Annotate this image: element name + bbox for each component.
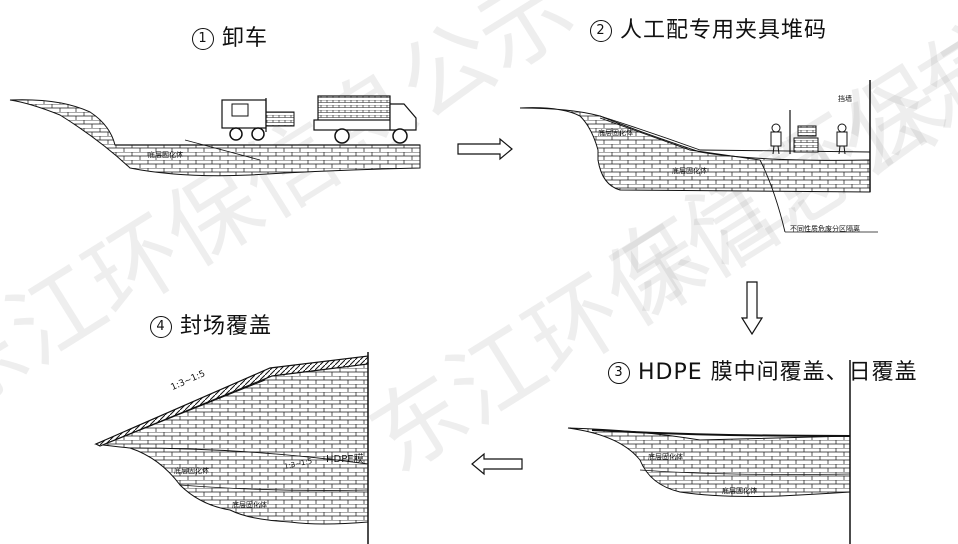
step2-number: 2: [590, 20, 612, 42]
step2-scene: [519, 80, 878, 233]
step4-scene: [94, 352, 369, 544]
step4-hdpe-label: HDPE膜: [326, 454, 364, 465]
step3-title-text: HDPE 膜中间覆盖、日覆盖: [638, 360, 918, 385]
step4-lower-layer-label: 底层固化体: [232, 501, 267, 509]
step3-title: 3 HDPE 膜中间覆盖、日覆盖: [608, 354, 918, 386]
step1-layer-label: 底层固化体: [148, 151, 183, 159]
step1-number: 1: [192, 28, 214, 50]
step2-wall-label: 挡墙: [838, 95, 852, 103]
step1-scene: [9, 95, 421, 177]
step2-title-text: 人工配专用夹具堆码: [620, 18, 828, 43]
step2-lower-layer-label: 底层固化体: [672, 167, 707, 175]
arrow-step3-to-step4: [471, 452, 523, 476]
step4-title-text: 封场覆盖: [180, 314, 273, 339]
step3-scene: [567, 360, 851, 544]
truck-icon: [313, 95, 417, 144]
step4-title: 4 封场覆盖: [150, 308, 272, 340]
step2-upper-layer-label: 底层固化体: [598, 129, 633, 137]
arrow-step2-to-step3: [740, 281, 764, 336]
forklift-icon: [221, 98, 295, 141]
step2-note-label: 不同性质危废分区隔离: [790, 225, 860, 233]
step1-title: 1 卸车: [192, 20, 268, 52]
step4-number: 4: [150, 316, 172, 338]
step4-upper-layer-label: 底层固化体: [174, 467, 209, 475]
worker-icon-right: [836, 123, 848, 155]
step3-upper-layer-label: 底层固化体: [648, 453, 683, 461]
step2-title: 2 人工配专用夹具堆码: [590, 12, 827, 44]
worker-icon-left: [770, 123, 782, 155]
arrow-step1-to-step2: [457, 137, 513, 161]
step1-title-text: 卸车: [222, 26, 269, 51]
step3-lower-layer-label: 底层固化体: [722, 487, 757, 495]
step3-number: 3: [608, 362, 630, 384]
